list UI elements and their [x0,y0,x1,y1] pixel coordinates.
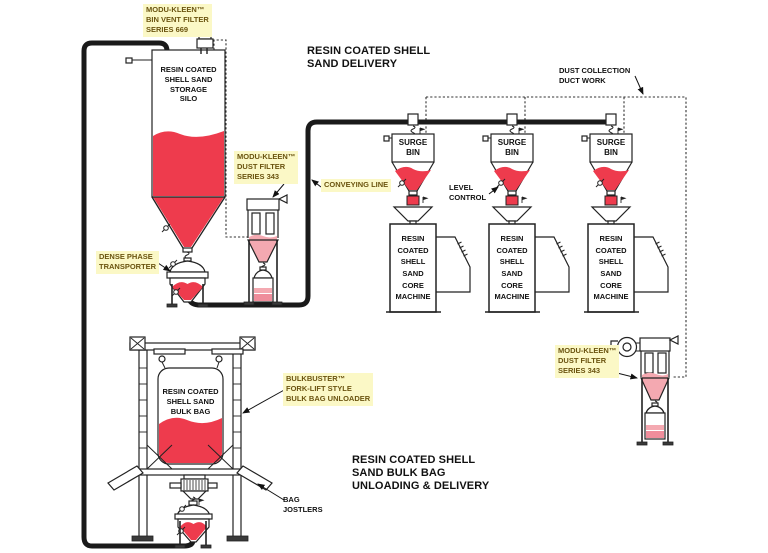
label-bulk-bag: RESIN COATED SHELL SAND BULK BAG [162,387,219,416]
dense-phase-transporter [166,247,209,308]
label-core-machine-1: RESIN COATED SHELL SAND CORE MACHINE [395,234,431,302]
label-surge-bin-1: SURGE BIN [398,138,428,157]
label-surge-bin-3: SURGE BIN [596,138,626,157]
bulk-bag-unloader [107,336,273,542]
dust-filter-top [243,194,288,306]
label-core-machine-3: RESIN COATED SHELL SAND CORE MACHINE [593,234,629,302]
storage-silo [125,34,226,249]
callout-level-control: LEVEL CONTROL [449,183,487,202]
callout-dust-collection: DUST COLLECTION DUCT WORK [559,66,631,85]
title-bulk-bag-unloading: RESIN COATED SHELL SAND BULK BAG UNLOADI… [352,454,490,493]
callout-bulkbuster: BULKBUSTER™ FORK-LIFT STYLE BULK BAG UNL… [283,373,374,407]
conveying-line-bulkbag-to-silo [81,40,196,549]
dust-filter-bottom [610,335,679,446]
callout-dust-filter-top: MODU-KLEEN™ DUST FILTER SERIES 343 [234,151,299,185]
conveying-line-transporter-to-bins [186,119,614,308]
bulk-bag-transporter [174,496,213,549]
dust-collection-duct [213,39,687,378]
callout-bag-jostlers: BAG JOSTLERS [283,495,323,514]
label-storage-silo: RESIN COATED SHELL SAND STORAGE SILO [160,65,217,104]
callout-dense-phase: DENSE PHASE TRANSPORTER [96,251,160,275]
label-surge-bin-2: SURGE BIN [497,138,527,157]
callout-dust-filter-bottom: MODU-KLEEN™ DUST FILTER SERIES 343 [555,345,620,379]
callout-bin-vent-filter: MODU-KLEEN™ BIN VENT FILTER SERIES 669 [143,4,212,38]
callout-conveying-line: CONVEYING LINE [321,179,392,193]
label-core-machine-2: RESIN COATED SHELL SAND CORE MACHINE [494,234,530,302]
title-sand-delivery: RESIN COATED SHELL SAND DELIVERY [307,45,431,71]
